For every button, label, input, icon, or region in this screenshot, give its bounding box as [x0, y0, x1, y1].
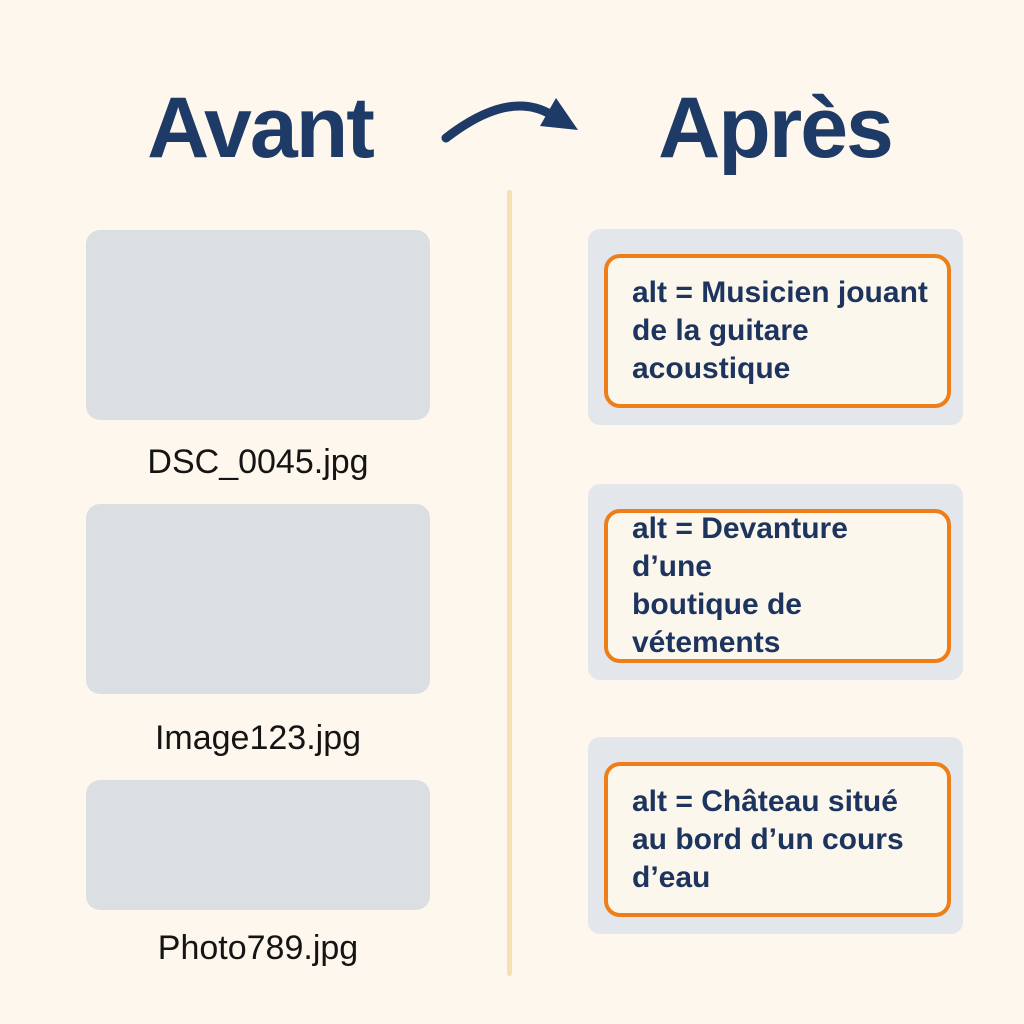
alt-card: alt = Musicien jouant de la guitare acou…: [588, 229, 963, 425]
after-title: Après: [658, 80, 894, 176]
curved-right-arrow-icon: [441, 98, 578, 143]
alt-text-box: alt = Musicien jouant de la guitare acou…: [604, 254, 951, 408]
filename-label: Photo789.jpg: [157, 929, 359, 967]
image-placeholder: [86, 504, 430, 694]
alt-text: alt = Devanture d’une boutique de véteme…: [632, 512, 848, 659]
alt-text-box: alt = Devanture d’une boutique de véteme…: [604, 509, 951, 663]
image-placeholder: [86, 780, 430, 910]
alt-text-box: alt = Château situé au bord d’un cours d…: [604, 762, 951, 917]
filename-label: Image123.jpg: [154, 719, 362, 757]
alt-card: alt = Château situé au bord d’un cours d…: [588, 737, 963, 934]
before-title: Avant: [147, 80, 375, 176]
alt-card: alt = Devanture d’une boutique de véteme…: [588, 484, 963, 680]
image-placeholder: [86, 230, 430, 420]
filename-label: DSC_0045.jpg: [147, 443, 369, 481]
alt-text: alt = Musicien jouant de la guitare acou…: [632, 276, 928, 385]
alt-text: alt = Château situé au bord d’un cours d…: [632, 784, 904, 894]
column-divider: [507, 190, 512, 976]
